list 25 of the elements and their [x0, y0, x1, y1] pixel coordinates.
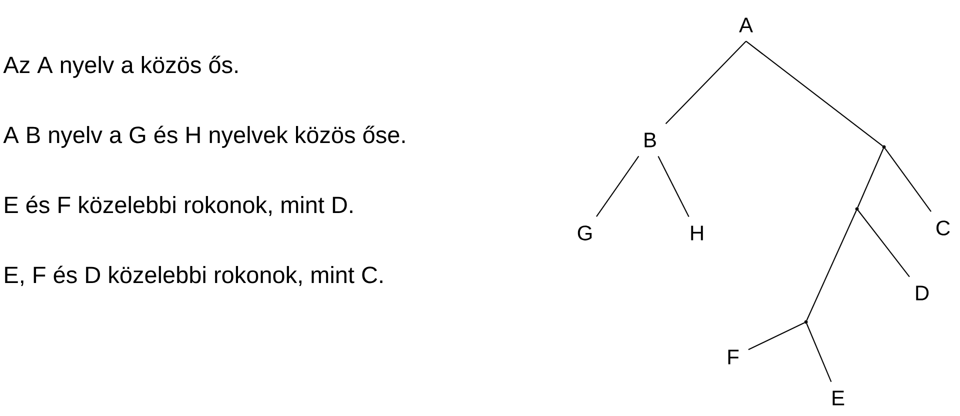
node-label: G — [578, 226, 592, 240]
node-label: C — [936, 220, 950, 236]
branch-line — [748, 322, 805, 350]
node-label: E — [832, 390, 844, 406]
node-label: H — [691, 226, 703, 240]
branch-line — [858, 210, 910, 278]
branch-line — [884, 148, 932, 212]
branch-point — [882, 145, 886, 149]
statement-text: Az A nyelv a közös ős. — [3, 56, 238, 78]
branch-line — [665, 40, 746, 124]
branch-line — [806, 210, 857, 321]
node-label: B — [644, 132, 656, 148]
branch-point — [804, 320, 808, 324]
statement-text: E és F közelebbi rokonok, mint D. — [5, 196, 352, 216]
branch-line — [658, 156, 690, 218]
branch-line — [746, 40, 883, 146]
node-label: D — [916, 286, 929, 300]
node-label: F — [728, 350, 739, 364]
branch-line — [806, 323, 832, 382]
node-label: A — [739, 18, 753, 32]
branch-line — [596, 156, 640, 217]
statement-text: E, F és D közelebbi rokonok, mint C. — [5, 266, 382, 286]
branch-line — [857, 148, 884, 208]
branch-point — [855, 207, 859, 211]
statement-text: A B nyelv a G és H nyelvek közös őse. — [3, 126, 405, 148]
